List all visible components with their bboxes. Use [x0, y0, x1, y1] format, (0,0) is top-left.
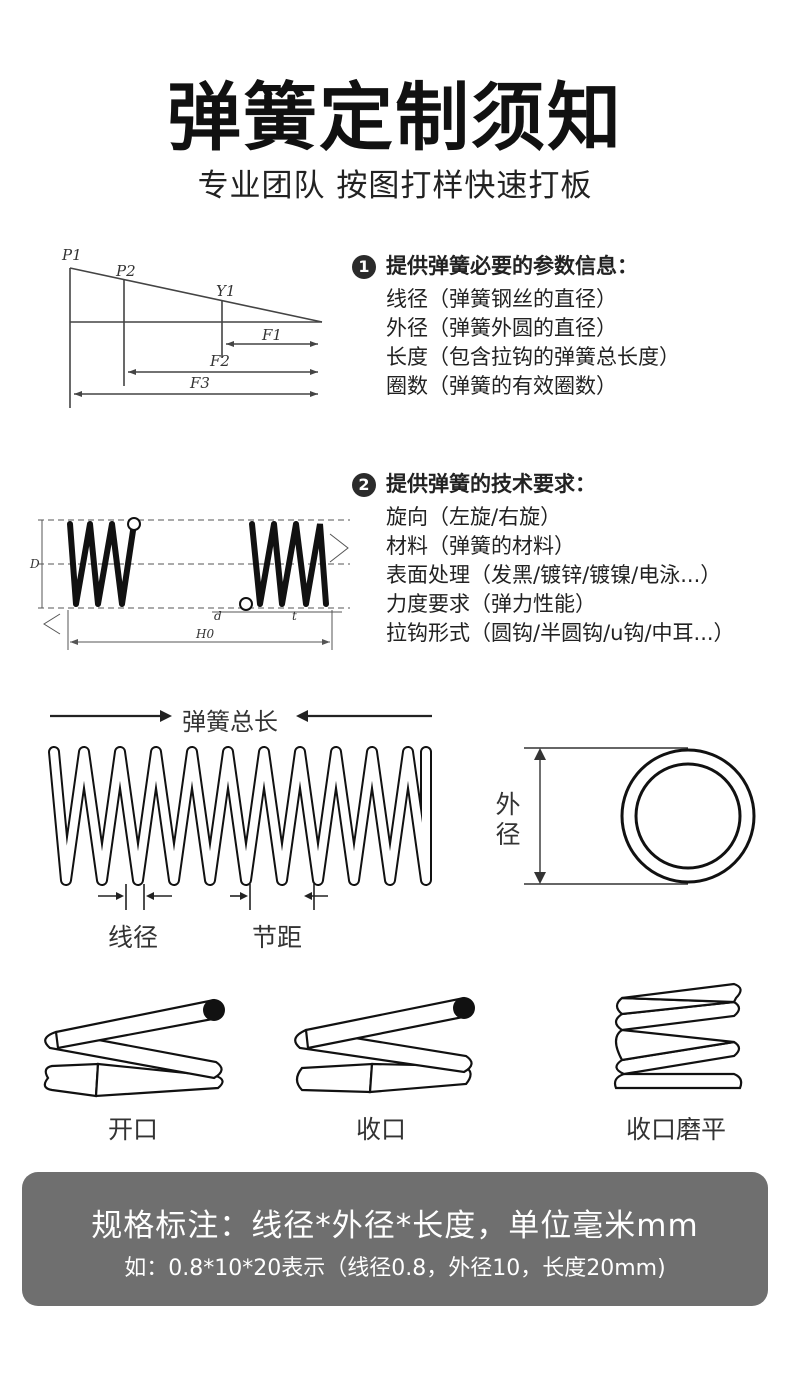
label-d-outer: D — [29, 557, 40, 571]
param-length: 长度（包含拉钩的弹簧总长度） — [386, 345, 680, 369]
number-badge-1: 1 — [352, 254, 376, 279]
total-length-label: 弹簧总长 — [182, 708, 278, 736]
wire-diameter-label: 线径 — [108, 923, 159, 952]
section1-heading: 1 提供弹簧必要的参数信息： — [352, 252, 680, 281]
req-surface-treatment: 表面处理（发黑/镀锌/镀镍/电泳...） — [386, 563, 722, 587]
spec-notice-banner: 规格标注：线径*外径*长度，单位毫米mm 如：0.8*10*20表示（线径0.8… — [22, 1172, 768, 1306]
end-type-open-label: 开口 — [108, 1115, 159, 1144]
label-f2: F2 — [209, 352, 230, 370]
page-subtitle: 专业团队 按图打样快速打板 — [197, 168, 593, 204]
req-material: 材料（弹簧的材料） — [386, 534, 575, 558]
end-type-closed — [294, 996, 475, 1094]
pitch-label: 节距 — [252, 923, 303, 952]
req-force: 力度要求（弹力性能） — [386, 592, 596, 616]
end-type-closed-label: 收口 — [356, 1115, 407, 1144]
section2-params: 2 提供弹簧的技术要求： 旋向（左旋/右旋） 材料（弹簧的材料） 表面处理（发黑… — [352, 470, 735, 648]
label-p2: P2 — [115, 262, 136, 280]
outer-diameter-text: 外径 — [495, 790, 521, 849]
spec-notice-main: 规格标注：线径*外径*长度，单位毫米mm — [91, 1208, 699, 1244]
param-outer-diameter: 外径（弹簧外圆的直径） — [386, 316, 617, 340]
label-d-wire: d — [214, 609, 222, 623]
label-f1: F1 — [261, 326, 282, 344]
total-length-arrows — [50, 710, 432, 722]
end-type-closed-ground — [613, 982, 743, 1090]
param-wire-diameter: 线径（弹簧钢丝的直径） — [386, 287, 617, 311]
label-t-pitch: t — [292, 609, 297, 623]
spring-technical-drawing: D d t H0 — [29, 517, 350, 650]
req-winding-direction: 旋向（左旋/右旋） — [386, 505, 562, 529]
end-type-closed-ground-label: 收口磨平 — [626, 1115, 727, 1144]
section2-heading-text: 提供弹簧的技术要求： — [386, 472, 596, 496]
section1-params: 1 提供弹簧必要的参数信息： 线径（弹簧钢丝的直径） 外径（弹簧外圆的直径） 长… — [352, 252, 680, 401]
spring-side-view — [48, 746, 432, 886]
section2-heading: 2 提供弹簧的技术要求： — [352, 470, 735, 499]
outer-diameter-label: 外径 — [494, 790, 522, 850]
page-title: 弹簧定制须知 — [167, 75, 623, 161]
wire-pitch-arrows — [98, 884, 328, 910]
label-f3: F3 — [189, 374, 210, 392]
load-deflection-diagram: P1 P2 Y1 F1 F2 F3 — [61, 246, 323, 408]
end-type-open — [43, 998, 225, 1098]
label-h0: H0 — [195, 627, 214, 641]
outer-diameter-ring — [524, 747, 756, 885]
label-p1: P1 — [61, 246, 82, 264]
param-coils: 圈数（弹簧的有效圈数） — [386, 374, 617, 398]
req-hook-type: 拉钩形式（圆钩/半圆钩/u钩/中耳...） — [386, 621, 735, 645]
label-y1: Y1 — [216, 282, 235, 300]
section1-heading-text: 提供弹簧必要的参数信息： — [386, 254, 638, 278]
spec-notice-example: 如：0.8*10*20表示（线径0.8，外径10，长度20mm) — [124, 1256, 666, 1281]
number-badge-2: 2 — [352, 472, 376, 497]
